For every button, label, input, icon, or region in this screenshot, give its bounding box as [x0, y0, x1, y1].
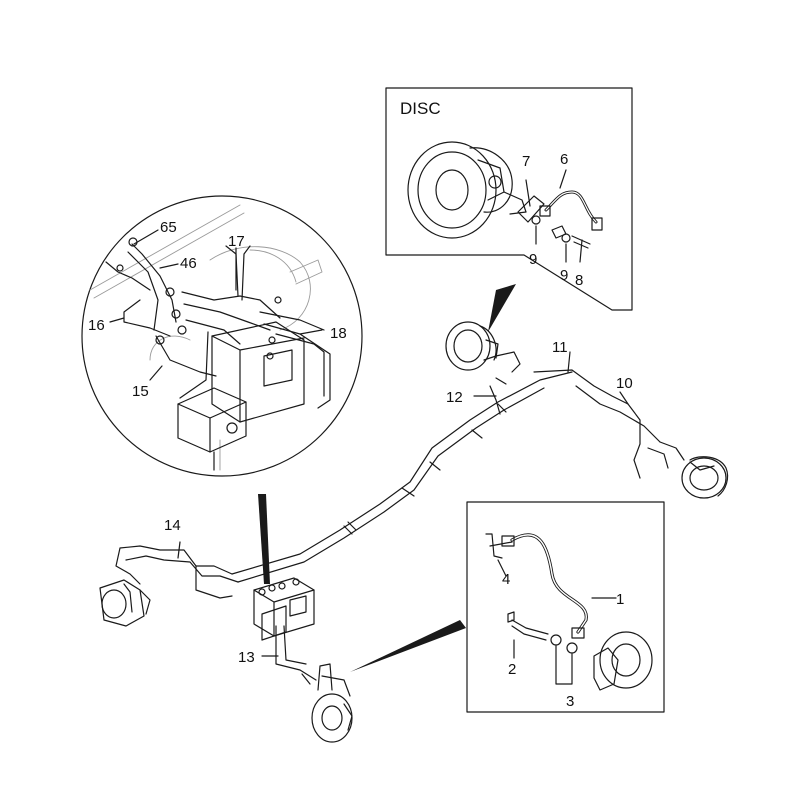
- brake-hose-6-inset: [539, 169, 603, 231]
- pointer-wedge-abs: [258, 494, 270, 584]
- pointer-wedge-rear: [350, 620, 466, 672]
- rear-disc-inset: 1 4 2 3: [466, 501, 665, 713]
- callout-9-left: 9: [529, 251, 537, 268]
- detail-pointer-wedges: [258, 284, 516, 672]
- callout-15: 15: [132, 383, 149, 400]
- abs-module-detail-circle: 65 46 17 16 18 15: [81, 195, 363, 477]
- main-brake-lines: [115, 351, 685, 681]
- callout-7: 7: [522, 153, 530, 170]
- callout-3: 3: [566, 693, 574, 710]
- abs-hydraulic-unit: [177, 321, 305, 471]
- callout-46: 46: [180, 255, 197, 272]
- detail-circle-outline: [81, 195, 363, 477]
- callout-13: 13: [238, 649, 255, 666]
- callout-14: 14: [164, 517, 181, 534]
- rear-disc-inset-frame: [466, 501, 665, 713]
- rear-brake-hose-1: [501, 533, 588, 639]
- pointer-wedge-disc: [488, 284, 516, 332]
- front-left-disc: [445, 321, 499, 371]
- callout-6: 6: [560, 151, 568, 168]
- callout-4: 4: [502, 571, 510, 588]
- disc-inset-frame: [385, 87, 633, 311]
- abs-brake-tubes: [105, 243, 331, 409]
- callout-10: 10: [616, 375, 633, 392]
- callout-8: 8: [575, 272, 583, 289]
- disc-inset-title: DISC: [400, 99, 441, 118]
- callout-65: 65: [160, 219, 177, 236]
- callout-1: 1: [616, 591, 624, 608]
- front-right-disc: [681, 456, 729, 499]
- front-disc-caliper-inset: [407, 141, 527, 239]
- callout-12: 12: [446, 389, 463, 406]
- abs-unit-main: [253, 577, 315, 641]
- callout-2: 2: [508, 661, 516, 678]
- rear-left-brake: [99, 579, 151, 627]
- callout-16: 16: [88, 317, 105, 334]
- callout-9-right: 9: [560, 267, 568, 284]
- disc-inset: DISC 7 6 9 9: [385, 87, 633, 311]
- rear-right-brake: [301, 663, 353, 743]
- abs-fittings: [116, 237, 282, 360]
- callout-17: 17: [228, 233, 245, 250]
- callout-11: 11: [552, 339, 568, 356]
- engine-bay-ghost-lines: [89, 204, 323, 471]
- callout-18: 18: [330, 325, 347, 342]
